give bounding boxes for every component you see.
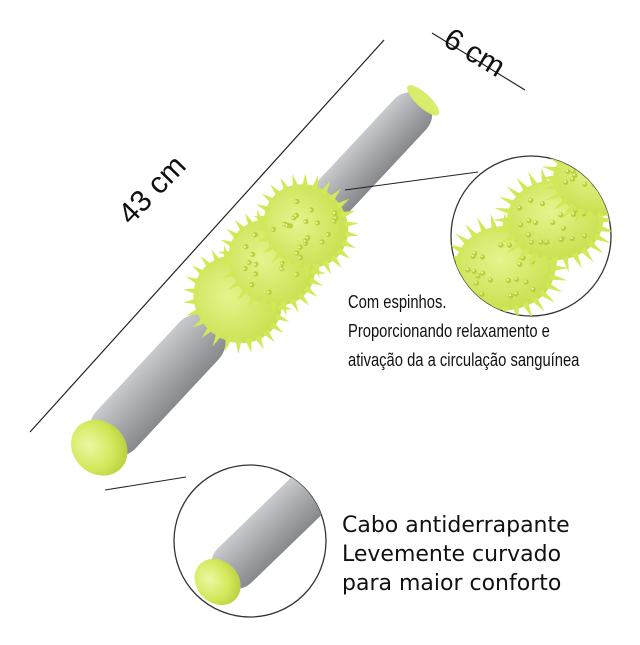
spikes-description-line: Com espinhos. — [348, 292, 447, 312]
handle-description-line: Levemente curvado — [342, 542, 562, 567]
bottom-end-cap — [71, 419, 128, 476]
handle-description-line: Cabo antiderrapante — [342, 513, 570, 538]
spikes-callout-pointer — [344, 171, 479, 191]
top-end-cap — [407, 85, 440, 116]
handle-description: Cabo antiderrapante Levemente curvado pa… — [342, 511, 570, 598]
length-dimension-line — [29, 39, 385, 433]
spiked-rollers — [182, 173, 359, 355]
spikes-description-line: Proporcionando relaxamento e — [348, 321, 550, 341]
handle-description-line: para maior conforto — [342, 571, 562, 596]
spikes-description: Com espinhos. Proporcionando relaxamento… — [348, 288, 579, 375]
handle-callout-pointer — [104, 476, 187, 491]
width-dimension-line — [431, 32, 526, 91]
lower-handle — [89, 313, 226, 457]
spikes-description-line: ativação da a circulação sanguínea — [348, 350, 580, 370]
massage-roller — [71, 85, 440, 476]
